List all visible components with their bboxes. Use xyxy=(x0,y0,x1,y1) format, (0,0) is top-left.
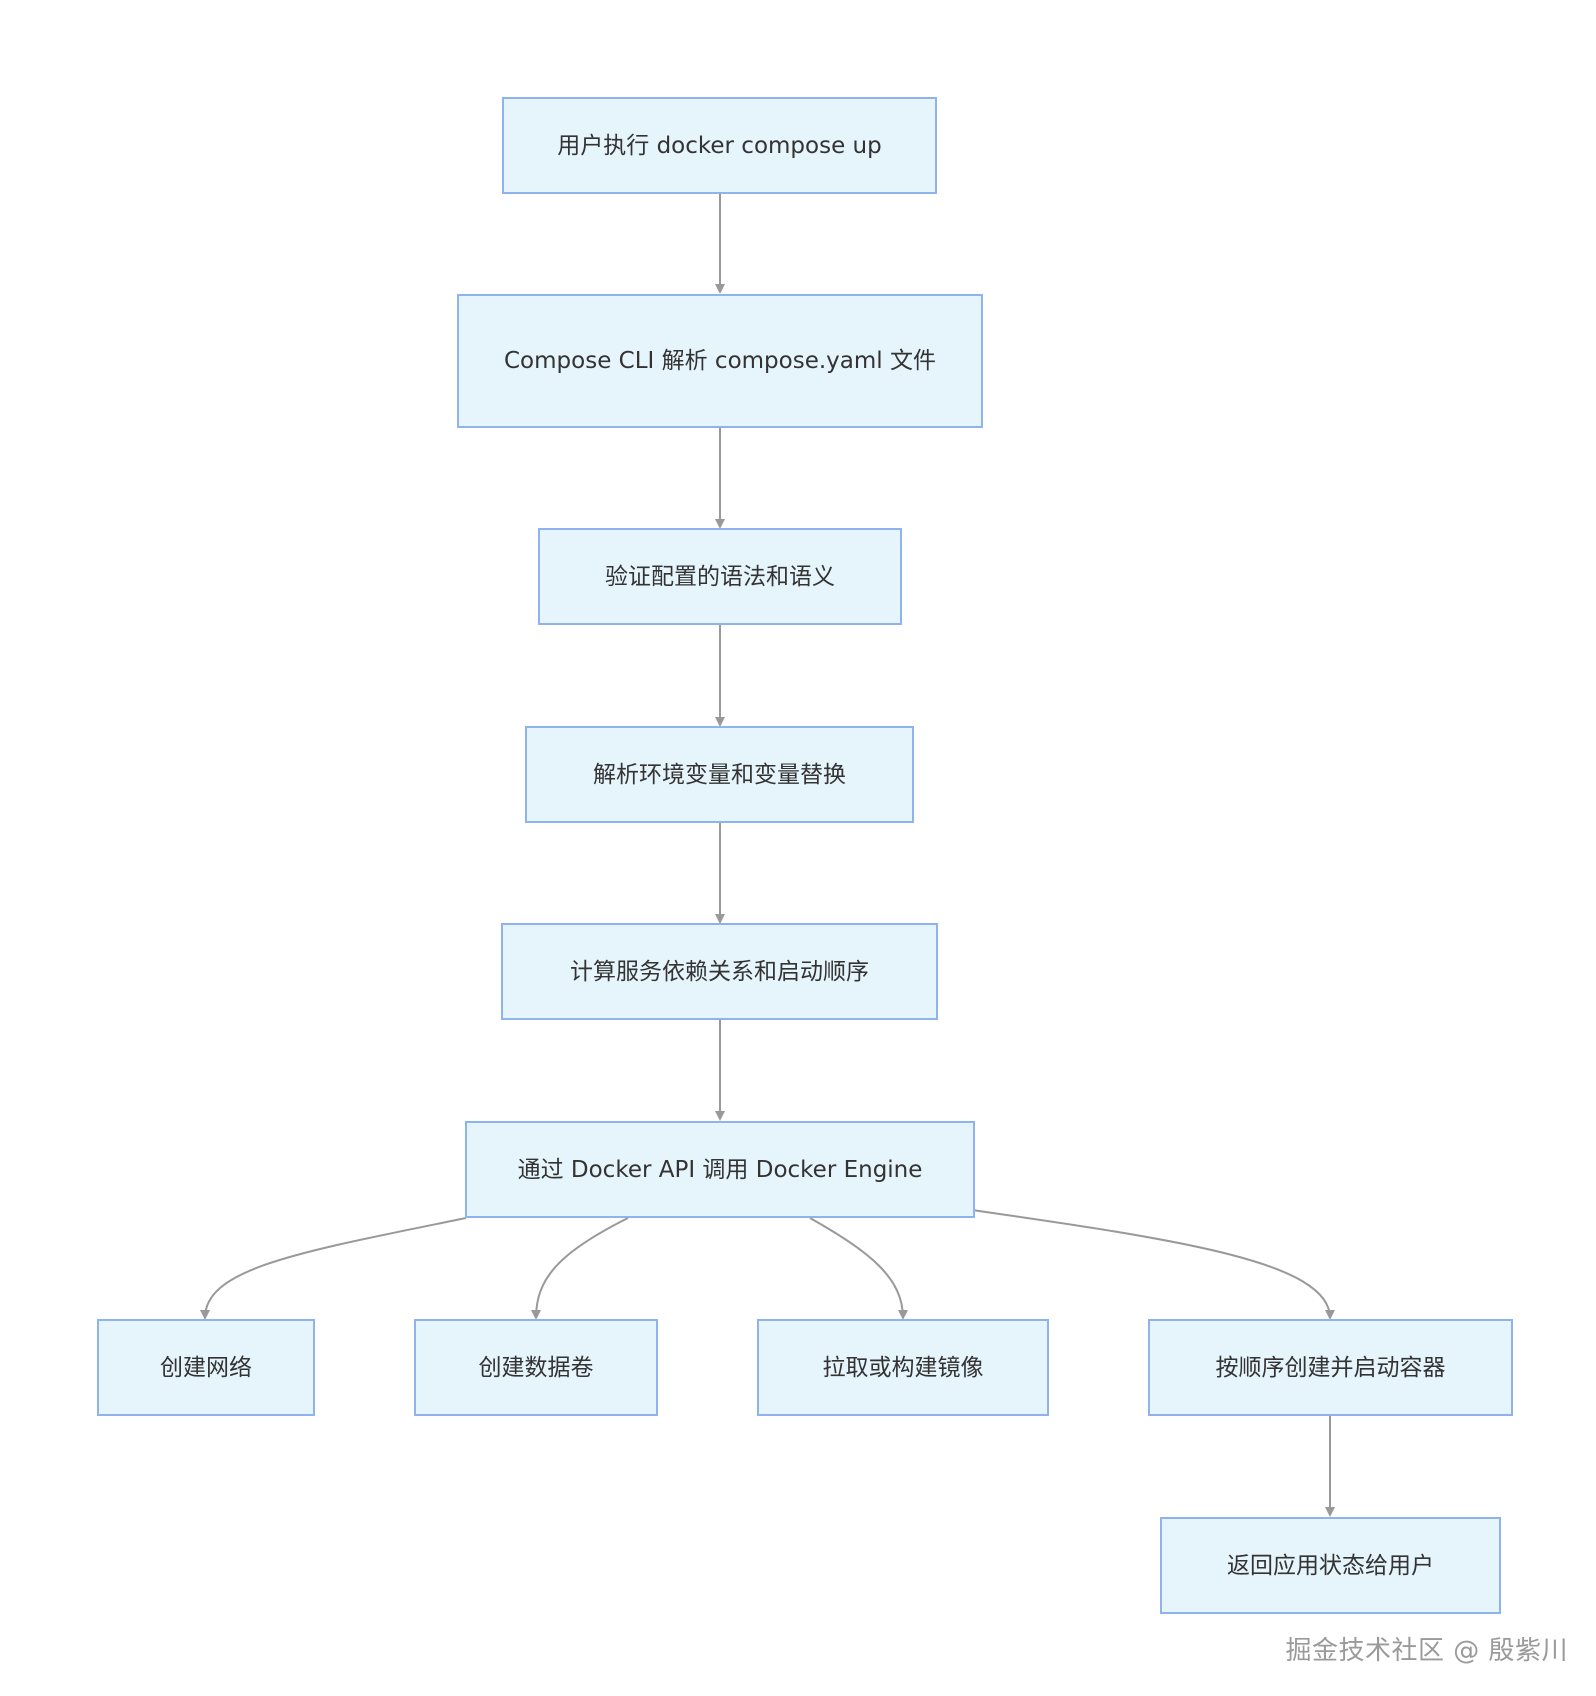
node-compute-dependencies: 计算服务依赖关系和启动顺序 xyxy=(501,923,938,1020)
node-resolve-env-vars: 解析环境变量和变量替换 xyxy=(525,726,914,823)
edge-n6-n8 xyxy=(531,1217,629,1320)
node-call-docker-engine: 通过 Docker API 调用 Docker Engine xyxy=(465,1121,975,1218)
node-return-status: 返回应用状态给用户 xyxy=(1160,1517,1501,1614)
edge-n6-n9 xyxy=(809,1217,908,1320)
node-cli-parse-yaml: Compose CLI 解析 compose.yaml 文件 xyxy=(457,294,983,428)
node-validate-config: 验证配置的语法和语义 xyxy=(538,528,902,625)
edge-n6-n10 xyxy=(971,1209,1335,1320)
node-start-containers: 按顺序创建并启动容器 xyxy=(1148,1319,1513,1416)
edge-n6-n7 xyxy=(200,1217,467,1320)
node-pull-or-build-images: 拉取或构建镜像 xyxy=(757,1319,1049,1416)
node-create-volumes: 创建数据卷 xyxy=(414,1319,658,1416)
node-user-run-compose-up: 用户执行 docker compose up xyxy=(502,97,937,194)
watermark-text: 掘金技术社区 @ 殷紫川 xyxy=(1285,1636,1568,1666)
node-create-network: 创建网络 xyxy=(97,1319,315,1416)
